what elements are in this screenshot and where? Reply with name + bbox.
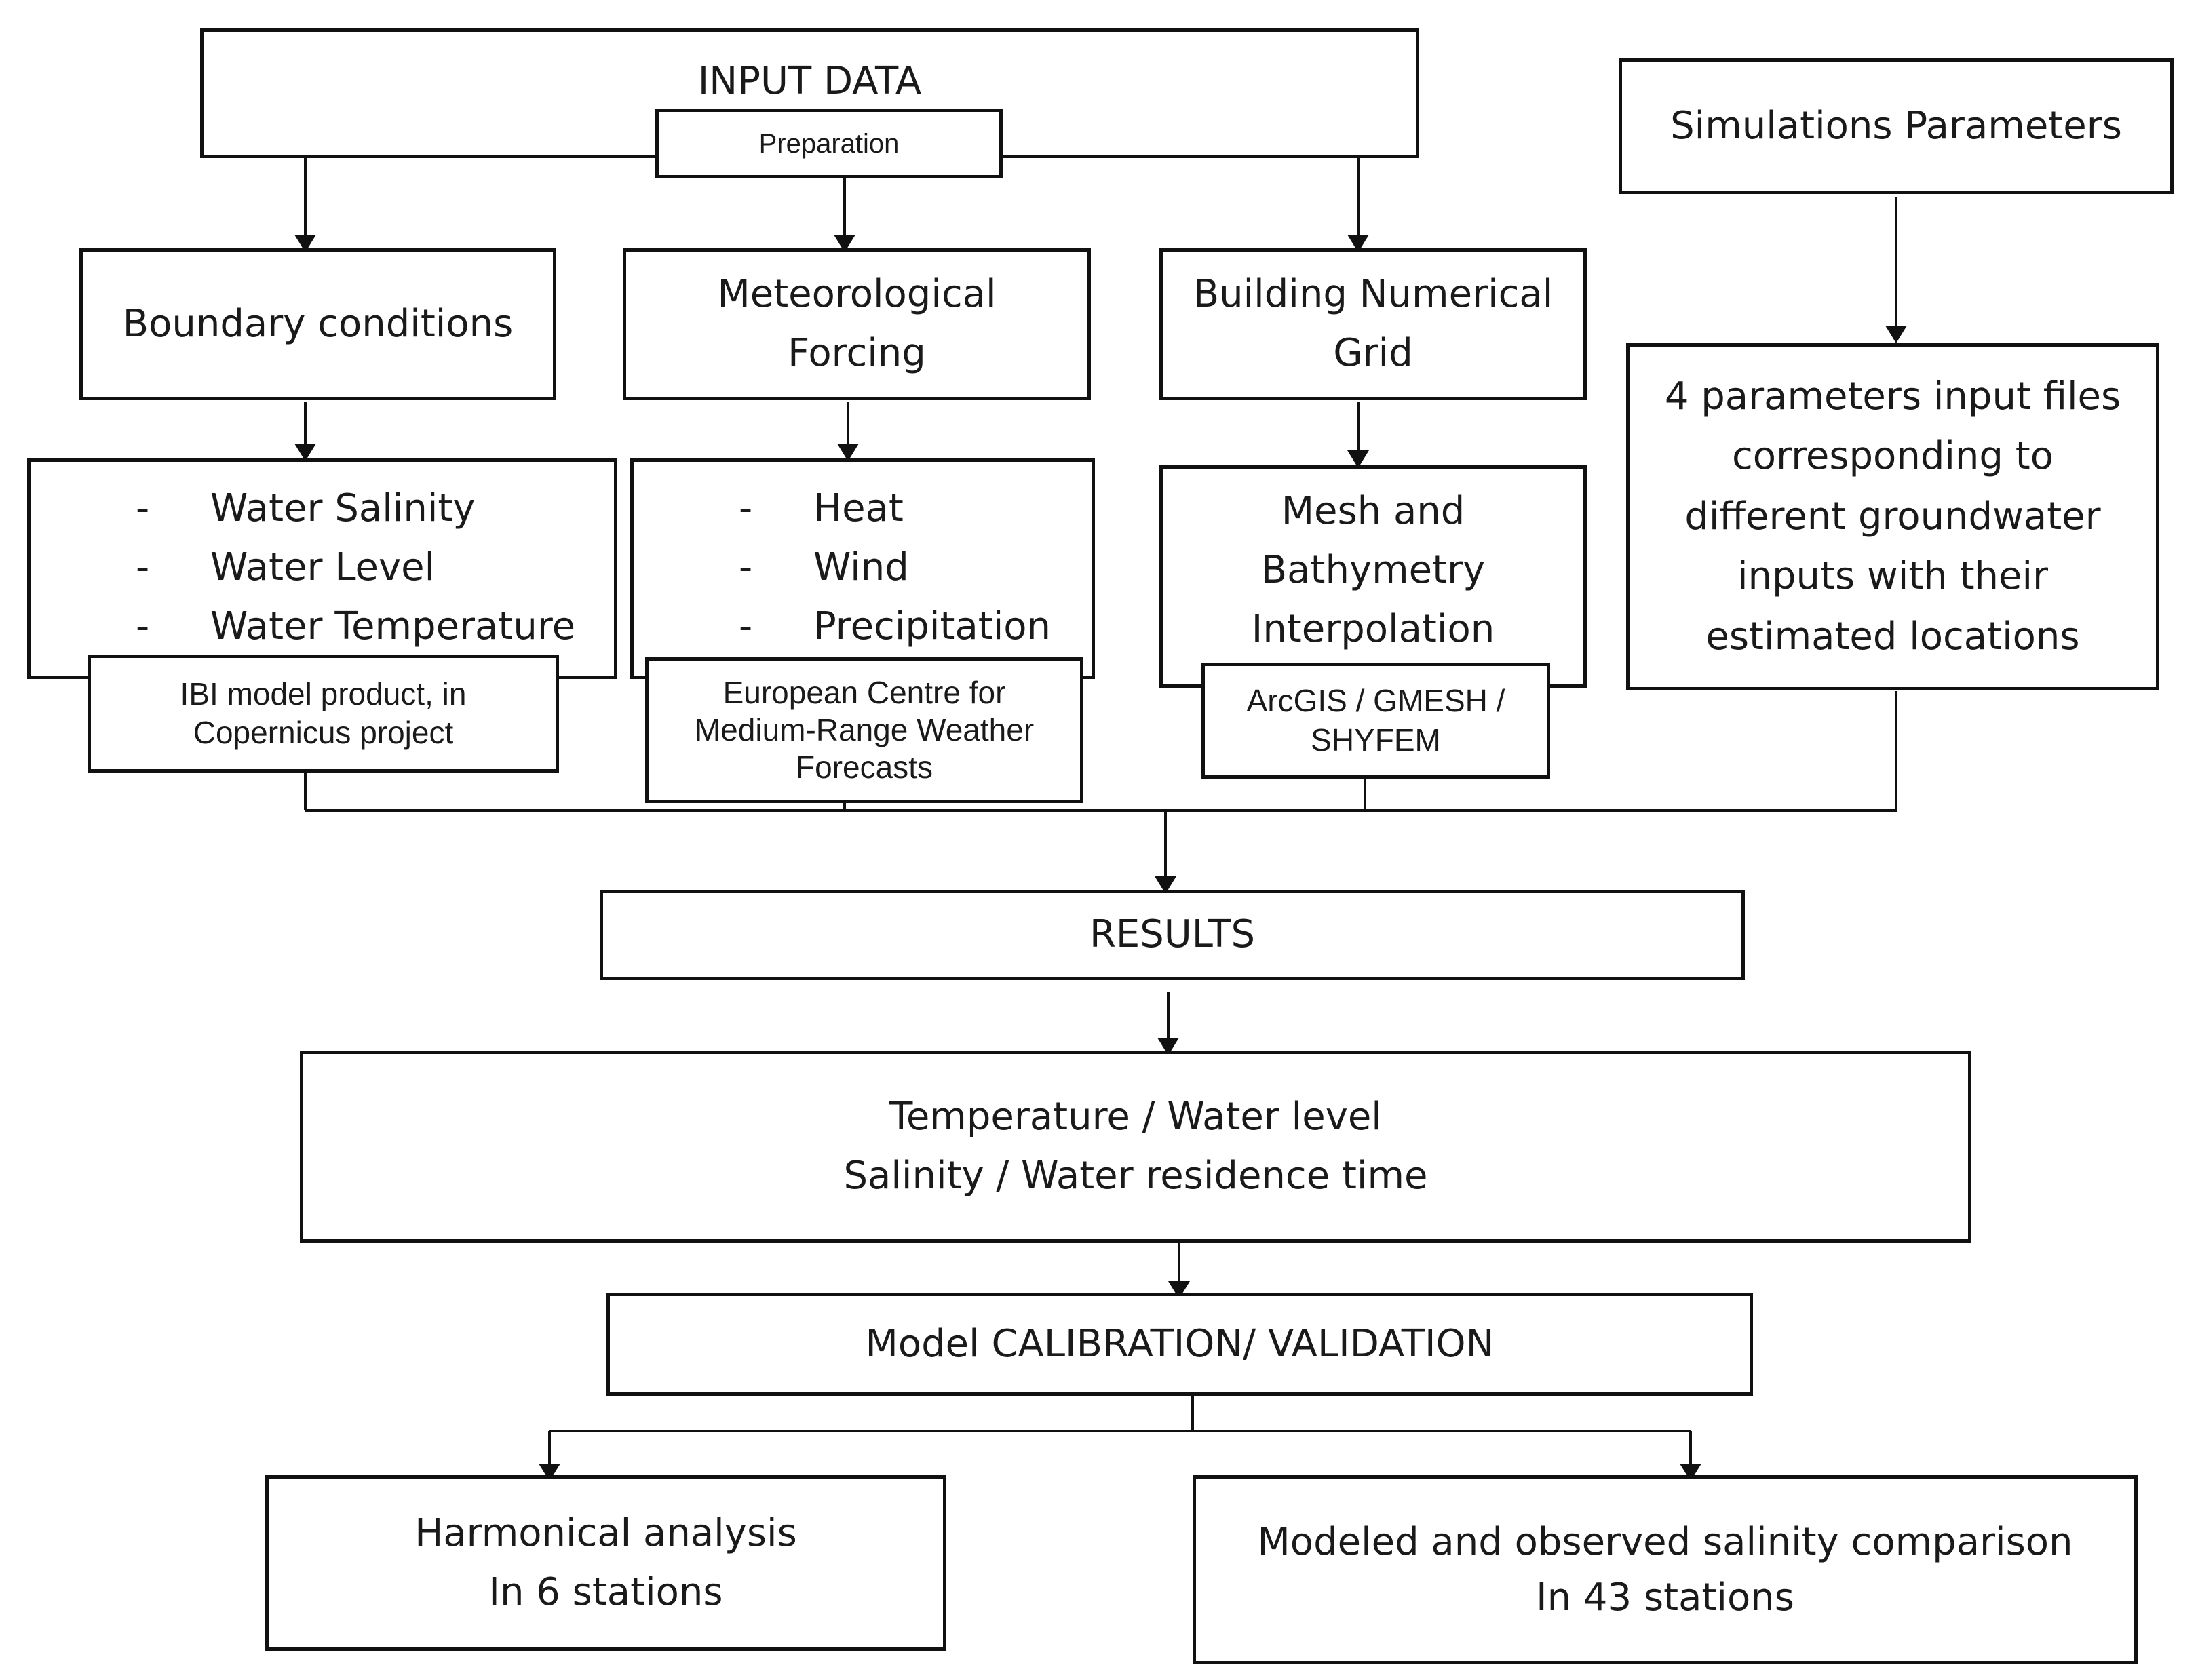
grid-source-line: SHYFEM: [1311, 722, 1441, 758]
groundwater-line: corresponding to: [1732, 434, 2054, 479]
meteorological-forcing-box: Meteorological Forcing: [623, 248, 1091, 400]
meteorological-item: Precipitation: [813, 604, 1052, 648]
calibration-box: Model CALIBRATION/ VALIDATION: [606, 1293, 1753, 1396]
preparation-label: Preparation: [758, 128, 900, 159]
arrowhead-meteo-list: [837, 444, 859, 461]
input-data-title: INPUT DATA: [697, 59, 922, 103]
results-box: RESULTS: [600, 890, 1745, 980]
mesh-detail-line: Interpolation: [1251, 606, 1495, 651]
results-output-line: Salinity / Water residence time: [843, 1153, 1428, 1198]
list-bullet: -: [739, 545, 753, 589]
results-output-line: Temperature / Water level: [889, 1094, 1382, 1139]
harmonical-line: In 6 stations: [488, 1569, 723, 1614]
boundary-list-box: - Water Salinity - Water Level - Water T…: [27, 458, 617, 679]
list-bullet: -: [136, 545, 150, 589]
harmonical-line: Harmonical analysis: [414, 1510, 797, 1555]
groundwater-line: estimated locations: [1705, 614, 2080, 659]
meteorological-list-box: - Heat - Wind - Precipitation: [630, 458, 1095, 679]
grid-source-box: ArcGIS / GMESH / SHYFEM: [1201, 663, 1550, 779]
simulation-parameters-box: Simulations Parameters: [1619, 58, 2174, 194]
calibration-title: Model CALIBRATION/ VALIDATION: [865, 1321, 1495, 1366]
groundwater-line: 4 parameters input files: [1664, 374, 2121, 418]
harmonical-analysis-box: Harmonical analysis In 6 stations: [265, 1475, 946, 1651]
boundary-item: Water Temperature: [210, 604, 576, 648]
meteorological-item: Heat: [813, 486, 904, 530]
boundary-conditions-title: Boundary conditions: [122, 301, 514, 346]
arrowhead-grid: [1347, 235, 1369, 252]
arrowhead-meteorological: [834, 235, 855, 252]
salinity-comparison-line: Modeled and observed salinity comparison: [1257, 1520, 2073, 1565]
list-bullet: -: [739, 486, 753, 530]
groundwater-inputs-box: 4 parameters input files corresponding t…: [1626, 343, 2159, 690]
list-bullet: -: [136, 486, 150, 530]
simulation-parameters-title: Simulations Parameters: [1670, 103, 2122, 148]
boundary-item: Water Salinity: [210, 486, 476, 530]
boundary-source-line: Copernicus project: [193, 715, 454, 750]
salinity-comparison-line: In 43 stations: [1536, 1575, 1794, 1620]
grid-source-line: ArcGIS / GMESH /: [1246, 683, 1505, 718]
preparation-box: Preparation: [655, 109, 1003, 178]
salinity-comparison-box: Modeled and observed salinity comparison…: [1193, 1475, 2138, 1664]
arrowhead-salinity: [1680, 1464, 1701, 1481]
arrowhead-boundary: [294, 235, 316, 252]
list-bullet: -: [136, 604, 150, 648]
arrowhead-results: [1155, 876, 1176, 894]
groundwater-line: different groundwater: [1684, 494, 2101, 539]
arrowhead-grid-mesh: [1347, 450, 1369, 468]
results-outputs-box: Temperature / Water level Salinity / Wat…: [300, 1051, 1971, 1243]
mesh-detail-line: Bathymetry: [1260, 547, 1486, 592]
meteorological-source-line: Medium-Range Weather: [694, 711, 1035, 747]
meteorological-title: Forcing: [788, 331, 926, 375]
mesh-detail-line: Mesh and: [1281, 489, 1465, 533]
meteorological-source-line: European Centre for: [722, 674, 1006, 710]
meteorological-source-box: European Centre for Medium-Range Weather…: [645, 657, 1083, 803]
numerical-grid-title: Building Numerical: [1193, 272, 1554, 317]
numerical-grid-title: Grid: [1333, 331, 1413, 375]
boundary-conditions-box: Boundary conditions: [79, 248, 556, 400]
arrowhead-simparams: [1885, 326, 1907, 343]
boundary-source-box: IBI model product, in Copernicus project: [88, 655, 559, 773]
arrowhead-boundary-list: [294, 444, 316, 461]
boundary-item: Water Level: [210, 545, 436, 589]
arrowhead-outputs: [1157, 1038, 1179, 1055]
arrowhead-calibration: [1168, 1281, 1190, 1299]
groundwater-line: inputs with their: [1737, 554, 2049, 599]
meteorological-title: Meteorological: [717, 272, 997, 317]
meteorological-item: Wind: [813, 545, 909, 589]
arrowhead-harmonical: [539, 1464, 560, 1481]
meteorological-source-line: Forecasts: [796, 749, 933, 785]
results-title: RESULTS: [1089, 912, 1256, 957]
boundary-source-line: IBI model product, in: [180, 676, 467, 711]
mesh-interpolation-box: Mesh and Bathymetry Interpolation: [1159, 465, 1587, 688]
list-bullet: -: [739, 604, 753, 648]
numerical-grid-box: Building Numerical Grid: [1159, 248, 1587, 400]
